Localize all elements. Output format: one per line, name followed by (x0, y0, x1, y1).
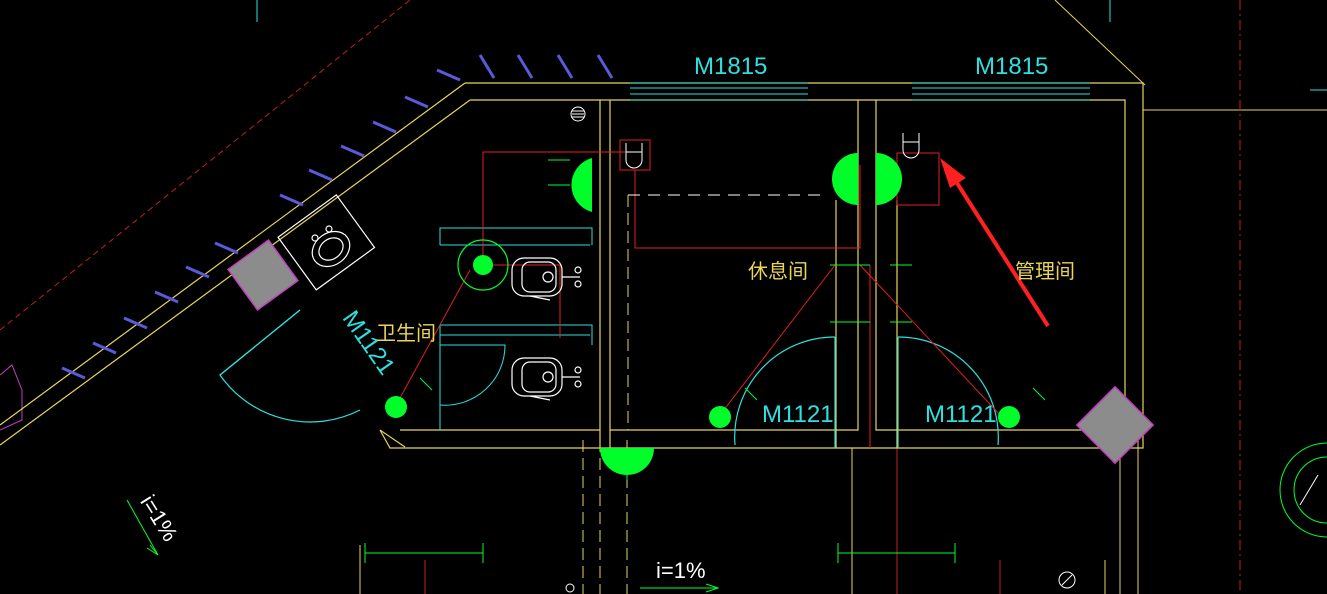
floor-drain-icon (570, 106, 586, 122)
structural-columns (227, 239, 1155, 465)
room-label-toilet: 卫生间 (376, 321, 436, 345)
red-arrow-icon (940, 158, 1050, 328)
door-label-m1815-left: M1815 (694, 53, 767, 80)
door-m1815-bars (630, 82, 1090, 101)
door-label-m1815-right: M1815 (975, 53, 1048, 80)
tap-fixtures (625, 133, 920, 169)
room-label-admin: 管理间 (1015, 259, 1075, 283)
washbasin (277, 194, 376, 291)
green-fixtures (385, 153, 1046, 480)
door-label-m1121-mid: M1121 (762, 401, 834, 428)
slope-label-left: i=1% (135, 491, 182, 546)
plumbing-pipes (399, 139, 1001, 448)
dashed-lines (627, 194, 820, 430)
window-hatch-marks (61, 54, 614, 380)
door-swings (219, 309, 999, 448)
slope-arrows (126, 499, 720, 593)
room-label-rest: 休息间 (748, 259, 808, 283)
urinal-icon (511, 257, 582, 401)
door-label-m1121-right: M1121 (925, 401, 997, 428)
slope-label-bottom: i=1% (656, 558, 706, 583)
toilet-partitions (439, 227, 593, 430)
